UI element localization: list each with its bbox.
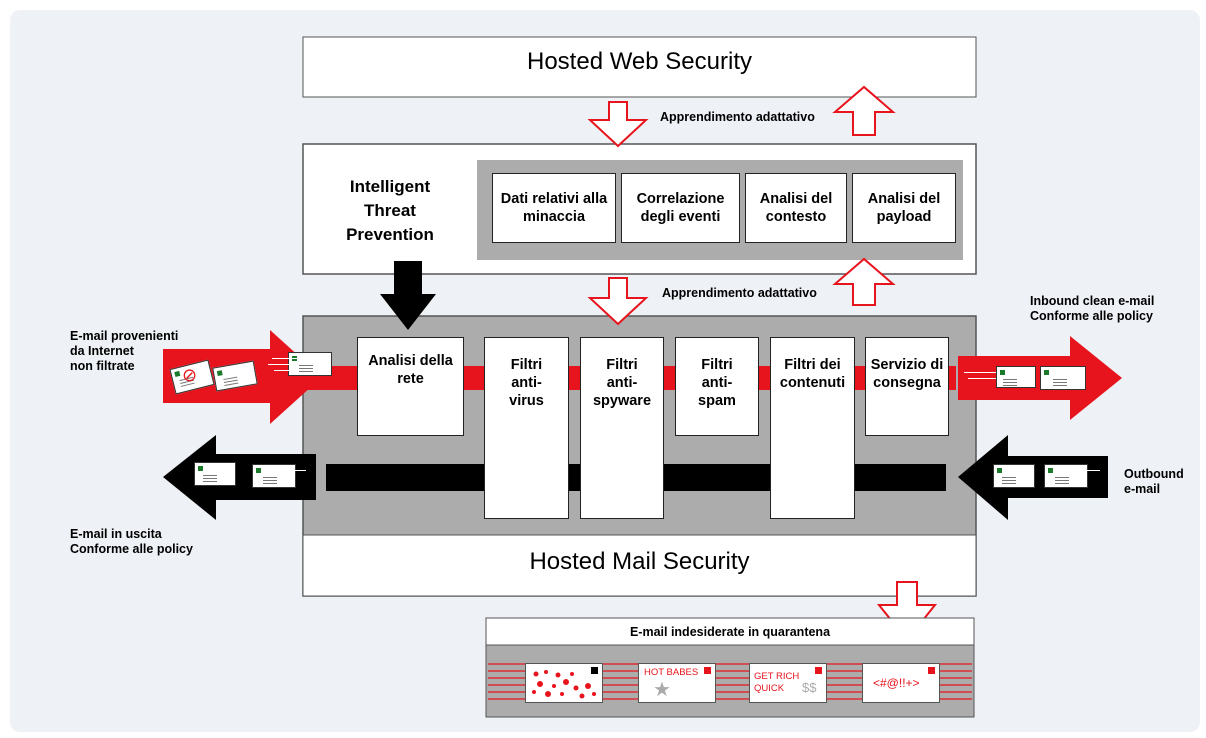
stage-network-analysis: Analisi della rete bbox=[357, 337, 464, 436]
outbound-compliant-line-2: Conforme alle policy bbox=[70, 542, 193, 556]
spam-hotbabes-text: HOT BABES bbox=[644, 667, 699, 678]
adaptive-down-arrow-top bbox=[587, 101, 649, 148]
analysis-label-context: Analisi del contesto bbox=[759, 191, 833, 225]
envelope-icon bbox=[993, 464, 1035, 488]
stage-content-filters: Filtri dei contenuti bbox=[770, 337, 855, 519]
adaptive-up-arrow-top bbox=[832, 85, 896, 136]
motion-line bbox=[268, 364, 298, 365]
stage-label-network-analysis: Analisi della rete bbox=[368, 353, 453, 387]
inbound-clean-label: Inbound clean e-mail Conforme alle polic… bbox=[1030, 294, 1154, 324]
analysis-box-event-correlation: Correlazione degli eventi bbox=[621, 173, 740, 243]
spam-dollars-text: $$ bbox=[802, 680, 817, 695]
motion-line bbox=[964, 372, 996, 373]
virus-dots-icon bbox=[532, 670, 596, 699]
stage-label-antispyware: Filtri anti-spyware bbox=[592, 357, 652, 409]
outbound-source-label: Outbound e-mail bbox=[1124, 467, 1184, 497]
quarantine-spam-hotbabes: HOT BABES ★ bbox=[638, 663, 716, 703]
stage-antivirus: Filtri anti-virus bbox=[484, 337, 569, 519]
inbound-clean-line-1: Inbound clean e-mail bbox=[1030, 294, 1155, 308]
adaptive-learning-label-bottom: Apprendimento adattativo bbox=[662, 286, 817, 300]
threat-prevention-title: Intelligent Threat Prevention bbox=[320, 175, 460, 247]
analysis-box-threat-data: Dati relativi alla minaccia bbox=[492, 173, 616, 243]
envelope-icon bbox=[996, 366, 1036, 388]
quarantine-spam-getrich: GET RICH QUICK $$ bbox=[749, 663, 827, 703]
outbound-arrow-left bbox=[163, 435, 316, 520]
stage-label-delivery: Servizio di consegna bbox=[870, 357, 944, 391]
threat-title-line-2: Threat bbox=[364, 201, 416, 220]
analysis-box-payload: Analisi del payload bbox=[852, 173, 956, 243]
spam-symbols-text: <#@!!+> bbox=[873, 676, 920, 690]
spam-corner-mark bbox=[928, 667, 935, 674]
web-security-label: Hosted Web Security bbox=[527, 48, 752, 75]
envelope-icon bbox=[252, 464, 296, 488]
quarantine-spam-symbols: <#@!!+> bbox=[862, 663, 940, 703]
threat-title-line-1: Intelligent bbox=[349, 177, 431, 196]
inbound-clean-line-2: Conforme alle policy bbox=[1030, 309, 1153, 323]
quarantine-label: E-mail indesiderate in quarantena bbox=[629, 625, 831, 639]
analysis-box-context: Analisi del contesto bbox=[745, 173, 847, 243]
analysis-label-payload: Analisi del payload bbox=[867, 191, 941, 225]
quarantine-spam-virus bbox=[525, 663, 603, 703]
adaptive-learning-label-top: Apprendimento adattativo bbox=[660, 110, 815, 124]
star-icon: ★ bbox=[653, 679, 671, 701]
analysis-label-threat-data: Dati relativi alla minaccia bbox=[500, 191, 608, 225]
outbound-source-line-1: Outbound bbox=[1124, 467, 1184, 481]
spam-corner-mark bbox=[815, 667, 822, 674]
inbound-source-line-3: non filtrate bbox=[70, 359, 135, 373]
threat-down-arrow bbox=[380, 261, 436, 330]
outbound-source-line-2: e-mail bbox=[1124, 482, 1161, 496]
stage-delivery: Servizio di consegna bbox=[865, 337, 949, 436]
outbound-compliant-line-1: E-mail in uscita bbox=[70, 527, 162, 541]
inbound-source-line-2: da Internet bbox=[70, 344, 134, 358]
analysis-label-event-correlation: Correlazione degli eventi bbox=[636, 191, 725, 225]
inbound-source-line-1: E-mail provenienti bbox=[70, 329, 179, 343]
motion-line bbox=[272, 470, 306, 471]
stage-antispyware: Filtri anti-spyware bbox=[580, 337, 664, 519]
spam-quick-text: QUICK bbox=[754, 683, 785, 694]
stage-antispam: Filtri anti-spam bbox=[675, 337, 759, 436]
spam-getrich-text: GET RICH bbox=[754, 671, 800, 682]
motion-line bbox=[968, 378, 996, 379]
mail-security-label: Hosted Mail Security bbox=[529, 548, 750, 575]
mail-security-label-area bbox=[302, 534, 977, 597]
motion-line bbox=[1062, 470, 1100, 471]
envelope-icon bbox=[194, 462, 236, 486]
stage-label-antivirus: Filtri anti-virus bbox=[509, 357, 544, 409]
adaptive-down-arrow-bottom bbox=[587, 277, 649, 326]
envelope-icon bbox=[1044, 464, 1088, 488]
inbound-source-label: E-mail provenienti da Internet non filtr… bbox=[70, 329, 178, 374]
quarantine-title-bar bbox=[485, 617, 975, 646]
adaptive-up-arrow-bottom bbox=[832, 257, 896, 306]
no-entry-icon: ⊘ bbox=[182, 365, 198, 385]
stage-label-antispam: Filtri anti-spam bbox=[698, 357, 736, 409]
motion-line bbox=[274, 370, 298, 371]
spam-corner-mark bbox=[591, 667, 598, 674]
envelope-icon bbox=[1040, 366, 1086, 390]
spam-corner-mark bbox=[704, 667, 711, 674]
outbound-compliant-label: E-mail in uscita Conforme alle policy bbox=[70, 527, 193, 557]
stage-label-content-filters: Filtri dei contenuti bbox=[779, 357, 846, 391]
motion-line bbox=[272, 358, 298, 359]
threat-title-line-3: Prevention bbox=[346, 225, 434, 244]
